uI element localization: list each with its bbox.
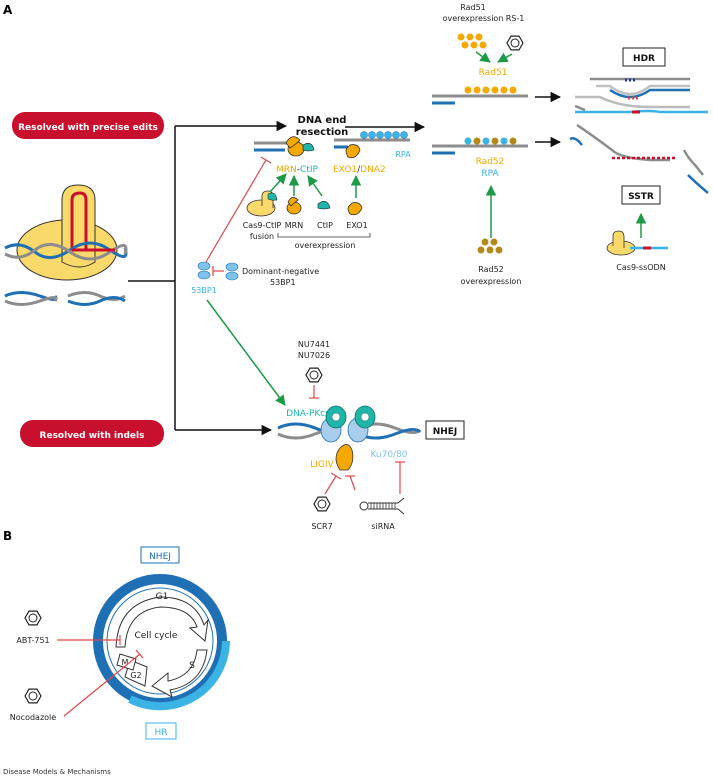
- overexpression-bracket: [277, 233, 371, 238]
- 53bp1-icon: [197, 261, 211, 280]
- rad52-overexpression-icon: [477, 238, 503, 254]
- panel-b-label: B: [3, 529, 12, 543]
- cas9-dsb-complex: [4, 184, 128, 281]
- dsb-broken-dna: [4, 291, 126, 306]
- abt751-benzene-icon: [24, 610, 42, 626]
- sirna-label: siRNA: [371, 522, 395, 531]
- rad51-over-line1: Rad51: [460, 3, 486, 12]
- hdr-box: [622, 47, 666, 67]
- cas9-ssodn-label: Cas9-ssODN: [616, 263, 665, 272]
- exo1-overexp-label: EXO1: [346, 221, 367, 230]
- scr7-benzene-icon: [313, 496, 331, 512]
- s-label: S: [189, 661, 195, 671]
- rs1-benzene-icon: [506, 35, 524, 51]
- rad52-over-line1: Rad52: [478, 265, 504, 274]
- scr7-label: SCR7: [311, 522, 332, 531]
- abt751-label: ABT-751: [16, 636, 49, 645]
- arrow-fusion-to-mrn: [269, 173, 287, 193]
- rad52-label: Rad52: [476, 157, 505, 167]
- nhej-b-label: NHEJ: [149, 552, 171, 562]
- mrn-icon: [286, 197, 302, 215]
- rad52-dna: [432, 137, 528, 155]
- cas9-ctip-fusion-icon: [246, 190, 278, 217]
- ctip-icon: [317, 200, 331, 210]
- footer-journal: Disease Models & Mechanisms: [3, 768, 111, 776]
- 53bp1-label: 53BP1: [191, 286, 217, 295]
- nocodazole-label: Nocodazole: [10, 713, 56, 722]
- rpa-top-label: RPA: [395, 150, 411, 159]
- precise-edits-label: Resolved with precise edits: [18, 123, 158, 133]
- sstr-diagram: [569, 123, 709, 194]
- dna-end-resection-line2: resection: [296, 127, 349, 138]
- cell-cycle-label: Cell cycle: [135, 631, 178, 641]
- hr-label: HR: [154, 728, 167, 738]
- nhej-inner-line: [106, 587, 214, 695]
- rs1-label: RS-1: [506, 14, 525, 23]
- hr-box: [145, 722, 177, 740]
- nhej-label: NHEJ: [433, 427, 458, 437]
- overexpression-label: overexpression: [295, 241, 356, 250]
- dominant-negative-53bp1-icon: [225, 262, 239, 281]
- rpa-label: RPA: [481, 169, 499, 179]
- arrow-ctip-up: [307, 175, 323, 197]
- indels-banner: [20, 420, 164, 447]
- rad51-dna: [432, 86, 528, 105]
- exo1-icon: [347, 202, 363, 216]
- arrow-rad51-over: [475, 51, 491, 63]
- exo1-dna2-dna: [334, 131, 410, 159]
- arrow-53bp1-to-dnapkcs: [206, 299, 286, 406]
- rad52-over-line2: overexpression: [461, 277, 522, 286]
- dna-pkcs-label: DNA-PKcs: [286, 409, 330, 419]
- dominant-negative-line2: 53BP1: [270, 278, 296, 287]
- cell-cycle-arrows: [115, 596, 209, 699]
- inhibit-ligiv-scr7: [324, 475, 337, 495]
- nu7441-label: NU7441: [298, 340, 330, 349]
- mrn-overexp-label: MRN: [285, 221, 303, 230]
- sstr-box: [621, 185, 661, 205]
- rad51-label: Rad51: [479, 68, 508, 78]
- cas9-ssodn-icon: [606, 230, 668, 256]
- nhej-dna-complex: [277, 405, 422, 471]
- hdr-diagram: [574, 77, 708, 114]
- arrow-rs1: [497, 52, 513, 63]
- panel-a-label: A: [3, 3, 13, 17]
- precise-edits-banner: [12, 112, 164, 139]
- g1-label: G1: [156, 592, 169, 602]
- ku7080-label: Ku70/80: [370, 450, 407, 460]
- hdr-label: HDR: [633, 54, 655, 64]
- sirna-hairpin-icon: [359, 497, 405, 515]
- nu-inhibitor-benzene-icon: [305, 367, 323, 383]
- inhibit-mrn-ctip: [205, 159, 267, 263]
- rad51-over-line2: overexpression: [443, 14, 504, 23]
- hr-arc: [128, 640, 230, 711]
- rad51-overexpression-icon: [457, 33, 487, 49]
- mrn-ctip-label: MRN-CtIP: [276, 165, 318, 175]
- nu7026-label: NU7026: [298, 351, 330, 360]
- g2-label: G2: [130, 671, 141, 680]
- mrn-ctip-dna: [254, 136, 315, 157]
- inhibit-nocodazole: [63, 653, 141, 717]
- inhibit-ligiv-sirna: [349, 475, 356, 491]
- m-label: M: [122, 658, 129, 667]
- exo1-dna2-label: EXO1/DNA2: [333, 165, 386, 175]
- nhej-b-box: [140, 546, 180, 564]
- nocodazole-benzene-icon: [24, 688, 42, 704]
- dna-end-resection-line1: DNA end: [298, 115, 347, 126]
- nhej-box: [425, 420, 465, 440]
- dominant-negative-line1: Dominant-negative: [242, 267, 319, 276]
- indels-label: Resolved with indels: [40, 431, 145, 441]
- ctip-overexp-label: CtIP: [317, 221, 333, 230]
- sstr-label: SSTR: [628, 192, 654, 202]
- cas9-ctip-fusion-line1: Cas9-CtIP: [243, 221, 282, 230]
- ligiv-label: LIGIV: [310, 460, 334, 470]
- cas9-ctip-fusion-line2: fusion: [250, 232, 274, 241]
